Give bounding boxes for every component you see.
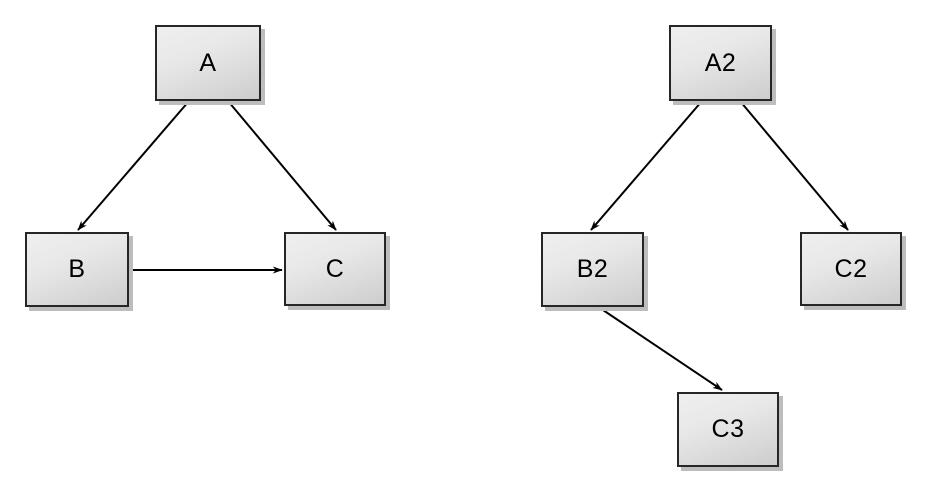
node-label: A2: [704, 48, 737, 77]
node-label: B: [68, 255, 86, 283]
edge-a-to-c: [227, 100, 337, 231]
node-c2[interactable]: C2: [800, 232, 902, 306]
edge-a-to-b: [77, 100, 190, 231]
edge-b2-to-c3: [599, 307, 723, 391]
node-label: A: [199, 48, 217, 77]
edge-a2-to-b2: [590, 100, 703, 231]
node-label: B2: [576, 255, 609, 283]
edge-a2-to-c2: [739, 100, 849, 231]
node-a2[interactable]: A2: [669, 25, 772, 101]
node-b[interactable]: B: [25, 232, 129, 307]
node-b2[interactable]: B2: [541, 232, 644, 307]
node-label: C: [325, 254, 345, 283]
node-label: C2: [834, 254, 868, 283]
node-c[interactable]: C: [284, 232, 386, 306]
node-a[interactable]: A: [155, 25, 261, 101]
node-c3[interactable]: C3: [677, 392, 779, 467]
node-label: C3: [711, 415, 745, 443]
